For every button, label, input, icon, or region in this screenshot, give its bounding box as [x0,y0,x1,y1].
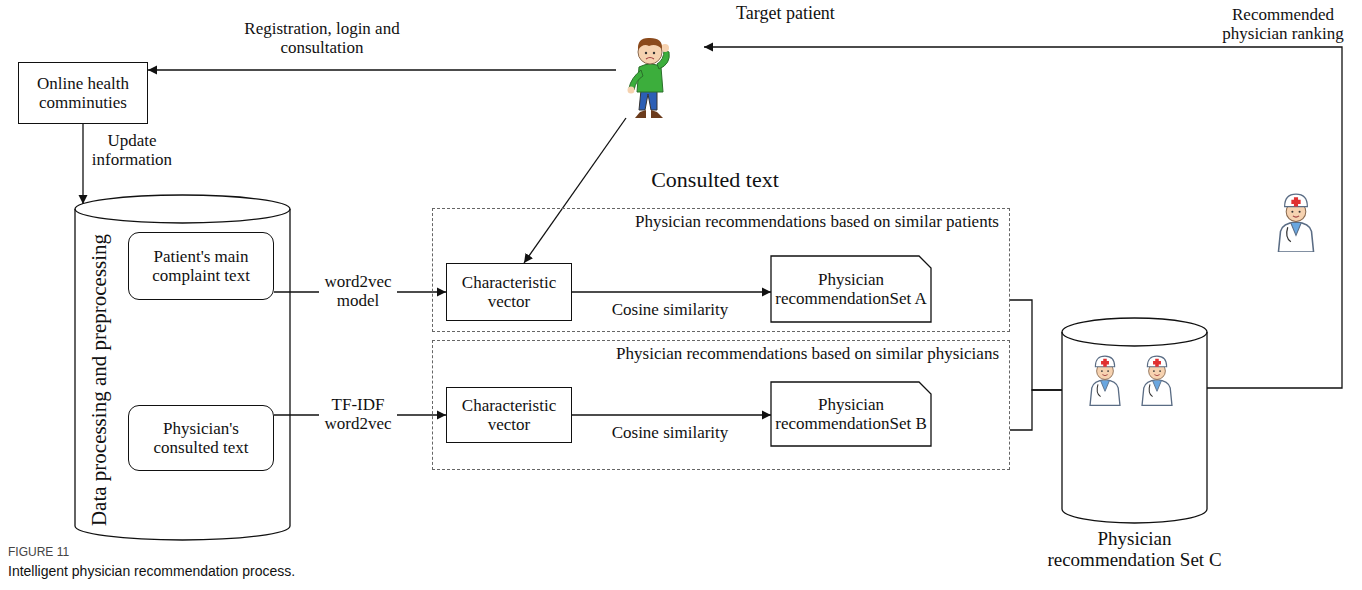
cylinder-top [1062,318,1207,346]
figure-caption: Intelligent physician recommendation pro… [8,564,295,580]
edge-label: Registration, login and consultation [220,19,424,57]
edge-label: word2vec model [319,272,397,310]
document-box: Physician recommendationSet A [771,256,931,322]
doctor-icon [1142,356,1172,405]
connector-arrow [1010,390,1062,430]
node-label: Physician recommendation Set C [1036,528,1234,571]
connector-arrow [1010,300,1062,390]
set-cylinder: Physician recommendation Set C [1062,318,1207,523]
doctor-icon [1278,194,1313,252]
node-label: Patient's main complaint text [129,247,273,285]
process-box: Online health comminuties [18,62,148,124]
connector-arrow [524,118,626,263]
edge-label: TF-IDF word2vec [319,395,397,433]
document-shape [771,256,931,322]
document-shape [771,382,931,446]
edge-label: Update information [84,131,180,169]
figure-number: FIGURE 11 [8,546,69,559]
node-label: Characteristic vector [447,273,571,311]
process-box: Characteristic vector [446,387,572,443]
edge-label: Cosine similarity [593,300,747,319]
cylinder-side [1062,332,1207,523]
edge-label: Recommended physician ranking [1214,5,1353,43]
document-box: Physician recommendationSet B [771,382,931,446]
patient-figure [628,38,670,118]
node-label: Characteristic vector [447,396,571,434]
node-label: Data processing and preprocessing [88,230,112,530]
node-label: Target patient [732,3,839,23]
database-cylinder: Patient's main complaint textPhysician's… [75,195,290,540]
node-label: Physician's consulted text [129,419,273,457]
process-box: Patient's main complaint text [128,232,274,300]
group-box: Characteristic vector Physician recommend… [432,340,1010,470]
patient-node: Target patient [612,30,704,122]
edge-label: Cosine similarity [593,423,747,442]
group-title: Physician recommendations based on simil… [631,212,1003,231]
connector-arrow [572,291,771,292]
connector-arrow [572,414,771,415]
process-box: Physician's consulted text [128,405,274,471]
doctor-icon [1090,356,1120,405]
connector-arrow [148,69,616,70]
cylinder-outline [1062,318,1207,523]
cylinder-top [75,195,290,223]
section-label: Consulted text [651,168,779,193]
node-label: Physician recommendationSet A [771,270,931,308]
group-title: Physician recommendations based on simil… [612,344,1003,363]
process-box: Characteristic vector [446,263,572,321]
node-label: Online health comminuties [19,74,147,112]
cylinder-side [75,209,290,540]
node-label: Physician recommendationSet B [771,395,931,433]
